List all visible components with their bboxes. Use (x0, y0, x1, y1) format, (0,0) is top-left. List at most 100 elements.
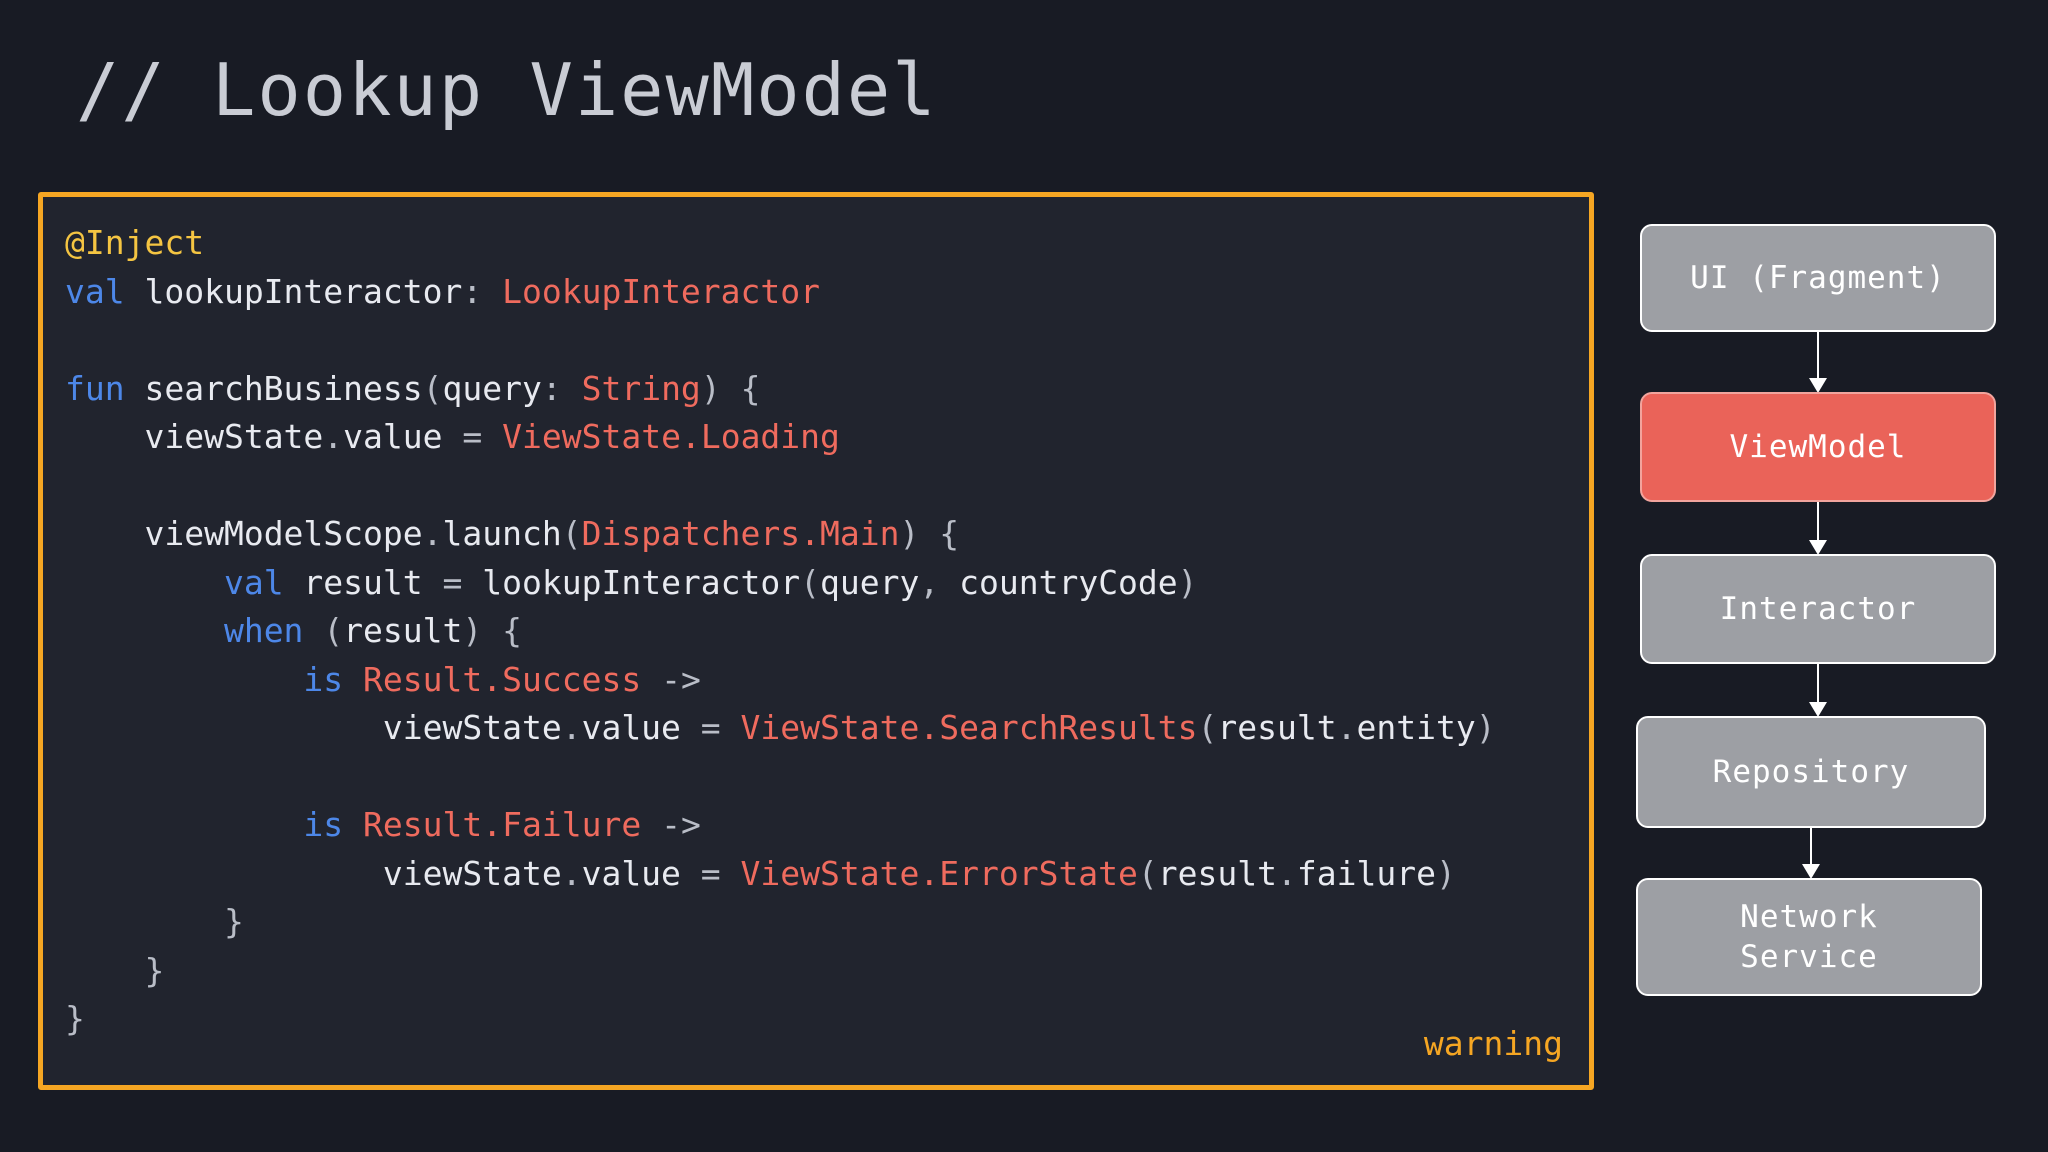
diagram-node-repository[interactable]: Repository (1636, 716, 1986, 828)
diagram-node-label: ViewModel (1729, 429, 1907, 465)
code-token-punct: } (65, 999, 85, 1038)
code-token-plain (65, 320, 85, 359)
diagram-node-viewmodel[interactable]: ViewModel (1640, 392, 1996, 502)
code-token-plain (343, 660, 363, 699)
code-token-plain (721, 708, 741, 747)
diagram-node-network-service[interactable]: Network Service (1636, 878, 1982, 996)
diagram-node-interactor[interactable]: Interactor (1640, 554, 1996, 664)
code-token-plain: countryCode (939, 562, 1178, 602)
code-token-punct: ( (800, 562, 821, 602)
code-token-punct: , (919, 562, 940, 602)
page-title: // Lookup ViewModel (76, 48, 938, 132)
code-token-punct: -> (661, 659, 701, 699)
warning-label: warning (1423, 1024, 1563, 1063)
code-token-kw: val (65, 271, 125, 311)
diagram-connector (1816, 502, 1820, 542)
code-token-plain (482, 611, 502, 650)
code-line: when (result) { (65, 607, 1563, 656)
code-token-punct: . (561, 853, 582, 893)
code-line: val result = lookupInteractor(query, cou… (65, 559, 1563, 608)
code-token-punct: : (462, 271, 483, 311)
code-token-punct: . (1277, 853, 1297, 893)
code-token-plain (65, 757, 85, 796)
diagram-node-label: Network Service (1740, 899, 1878, 975)
code-token-type: ViewState (502, 417, 681, 456)
code-line: viewModelScope.launch(Dispatchers.Main) … (65, 510, 1563, 559)
code-token-type: ErrorState (939, 853, 1138, 893)
code-token-type: . (482, 805, 503, 844)
code-token-type: Result (363, 805, 483, 844)
code-line: viewState.value = ViewState.ErrorState(r… (65, 850, 1563, 899)
code-token-punct: ( (323, 611, 344, 650)
diagram-node-label: UI (Fragment) (1690, 260, 1946, 296)
code-token-plain (721, 854, 741, 893)
code-token-type: Loading (700, 417, 840, 456)
code-token-kw: is (303, 805, 344, 844)
code-token-plain: failure (1296, 853, 1436, 893)
code-token-punct: = (700, 853, 721, 893)
code-line: } (65, 947, 1563, 996)
code-token-punct: = (700, 708, 721, 747)
code-token-punct: } (144, 950, 165, 990)
code-token-type: ViewState (740, 853, 920, 893)
code-token-punct: . (422, 514, 443, 553)
code-token-plain: viewState (144, 417, 324, 456)
code-token-punct: . (323, 417, 344, 456)
diagram-node-label: Repository (1712, 754, 1910, 790)
code-token-type: . (800, 514, 821, 553)
code-token-plain: query (442, 368, 542, 408)
code-token-plain (641, 805, 661, 844)
code-token-punct: } (223, 902, 244, 941)
code-token-plain: value (343, 417, 443, 456)
code-token-plain: value (581, 853, 681, 893)
code-token-kw: val (223, 562, 284, 602)
code-token-punct: ) (462, 611, 483, 650)
code-token-type: . (919, 853, 940, 893)
code-line: } (65, 898, 1563, 947)
code-token-plain: query (820, 562, 920, 602)
code-token-plain (65, 466, 85, 505)
code-token-plain: value (581, 708, 681, 747)
code-token-punct: ) (899, 514, 920, 553)
code-token-plain: lookupInteractor (124, 271, 463, 311)
diagram-node-ui-fragment[interactable]: UI (Fragment) (1640, 224, 1996, 332)
diagram-connector (1809, 828, 1813, 866)
code-token-punct: ) (1177, 562, 1198, 602)
code-token-plain (641, 660, 661, 699)
code-token-punct: { (502, 611, 523, 650)
code-token-plain: viewModelScope (144, 514, 423, 553)
code-token-punct: ) (1435, 853, 1456, 893)
code-token-type: LookupInteractor (502, 271, 821, 311)
code-token-plain: result (283, 562, 423, 602)
code-line: val lookupInteractor: LookupInteractor (65, 268, 1563, 317)
code-token-plain (443, 417, 463, 456)
code-token-type: Main (820, 514, 900, 553)
diagram-connector (1816, 332, 1820, 380)
code-token-punct: = (442, 562, 463, 602)
code-line: @Inject (65, 219, 1563, 268)
code-token-type: Failure (502, 805, 642, 844)
code-token-punct: ) (700, 368, 721, 408)
code-token-plain: result (1157, 853, 1278, 893)
diagram-connector (1816, 664, 1820, 704)
code-line: } (65, 995, 1563, 1044)
code-token-plain (681, 854, 701, 893)
diagram-arrow-icon (1809, 702, 1827, 717)
diagram-arrow-icon (1802, 864, 1820, 879)
code-token-plain (343, 805, 363, 844)
code-token-type: SearchResults (939, 708, 1198, 747)
code-token-type: Result (363, 659, 483, 699)
code-line (65, 316, 1563, 365)
code-token-punct: ( (1197, 708, 1218, 747)
code-token-plain (681, 708, 701, 747)
code-token-punct: : (541, 368, 562, 408)
code-line: is Result.Success -> (65, 656, 1563, 705)
code-token-punct: ) (1475, 708, 1496, 747)
code-token-kw: fun (65, 368, 125, 408)
code-token-kw: when (223, 611, 304, 650)
code-token-plain (562, 369, 582, 408)
diagram-arrow-icon (1809, 540, 1827, 555)
code-token-plain: searchBusiness (124, 368, 423, 408)
code-token-type: . (482, 659, 503, 699)
